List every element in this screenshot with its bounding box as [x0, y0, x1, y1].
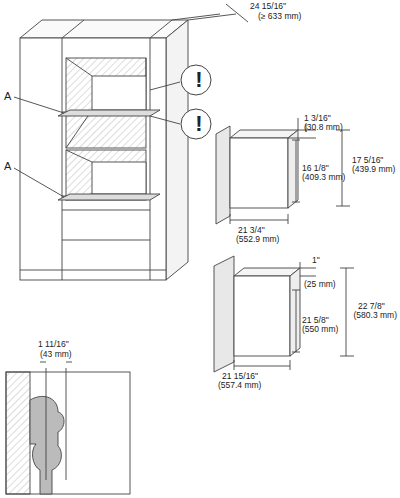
dim-inch: 1" — [312, 256, 320, 265]
warning-mark: ! — [180, 108, 218, 140]
part-letter: A — [4, 160, 11, 172]
dim-inch: 21 5/8" — [302, 316, 329, 325]
dim-mm: (30.8 mm) — [304, 123, 343, 132]
dim-mm: (≥ 633 mm) — [258, 12, 301, 21]
dim-inch: 16 1/8" — [302, 164, 329, 173]
warning-callout: ! — [180, 64, 218, 96]
dim-mm: (550 mm) — [302, 325, 338, 334]
dim-inch: 1 3/16" — [304, 114, 331, 123]
dim-inch: 24 15/16" — [250, 2, 286, 11]
dim-mm: (409.3 mm) — [302, 173, 345, 182]
dim-mm: (25 mm) — [304, 280, 336, 289]
part-letter: A — [4, 90, 11, 102]
dim-inch: 17 5/16" — [352, 156, 383, 165]
dim-mm: (552.9 mm) — [236, 235, 279, 244]
dim-inch: 21 15/16" — [222, 372, 258, 381]
warning-mark: ! — [180, 64, 218, 96]
dim-inch: 1 11/16" — [38, 340, 69, 349]
dim-mm: (580.3 mm) — [354, 311, 397, 320]
dim-inch: 22 7/8" — [358, 302, 385, 311]
warning-callout: ! — [180, 108, 218, 140]
dim-mm: (557.4 mm) — [218, 381, 261, 390]
dim-mm: (43 mm) — [40, 350, 72, 359]
dim-mm: (439.9 mm) — [352, 165, 395, 174]
dim-inch: 21 3/4" — [238, 226, 265, 235]
